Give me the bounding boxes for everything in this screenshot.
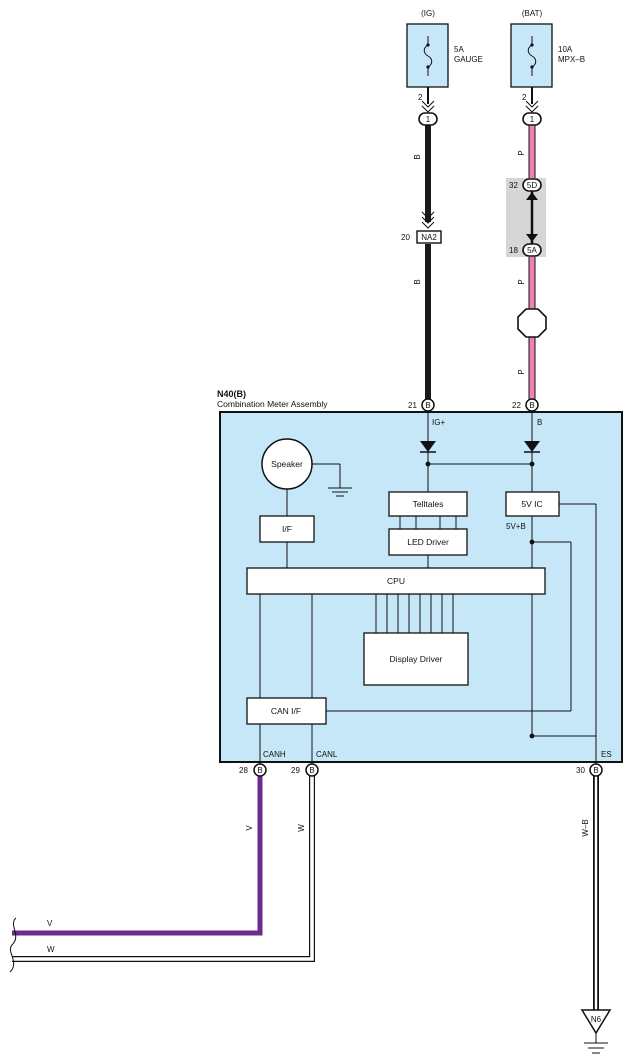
fuse-mpx-rating: 10A	[558, 45, 573, 54]
led-driver-block	[388, 528, 468, 556]
diode-bat-icon	[524, 441, 540, 453]
terminal-ig-conn: B	[425, 401, 430, 410]
diode-ig-icon	[420, 441, 436, 453]
pin-22: 22	[512, 401, 521, 410]
wire-label-b1: B	[413, 154, 422, 159]
fuse-icon	[423, 36, 433, 76]
can-if-block	[246, 697, 327, 725]
wire-label-w-h: W	[47, 945, 55, 954]
b-label: B	[537, 418, 542, 427]
wire-break-icon	[9, 917, 17, 973]
splice-point	[517, 308, 547, 338]
canh-label: CANH	[263, 750, 286, 759]
connector-5d	[522, 178, 542, 192]
fuse-terminal-icon	[426, 65, 430, 69]
cpu-block	[246, 567, 546, 595]
fuse-terminal-icon	[426, 43, 430, 47]
fuse-terminal-icon	[530, 43, 534, 47]
can-if-label: CAN I/F	[271, 706, 301, 716]
ground-symbol-icon	[584, 1033, 608, 1054]
wire-label-p2: P	[517, 279, 526, 284]
c5d-label: 5D	[527, 181, 537, 190]
pin-29: 29	[291, 766, 300, 775]
wire-label-wb: W–B	[581, 819, 590, 836]
junction-dot	[529, 461, 535, 467]
display-driver-block	[363, 632, 469, 686]
v5b-label: 5V+B	[506, 522, 526, 531]
c5a-label: 5A	[527, 246, 537, 255]
ig-source-label: (IG)	[421, 9, 435, 18]
fuse-icon	[527, 36, 537, 76]
connector-5a	[522, 243, 542, 257]
arrow-down-icon	[526, 234, 538, 242]
fuse-mpx-b	[510, 23, 553, 88]
na2-pin: 20	[401, 233, 410, 242]
ig-fuse-pin: 2	[418, 93, 423, 102]
wire-canh-v	[12, 776, 263, 936]
junction-block	[506, 178, 546, 257]
ig-plus-label: IG+	[432, 418, 445, 427]
display-driver-label: Display Driver	[390, 654, 443, 664]
fuse-gauge-rating: 5A	[454, 45, 464, 54]
es-label: ES	[601, 750, 612, 759]
connector-arrow-icon	[421, 211, 435, 229]
fuse-mpx-name: MPX–B	[558, 55, 585, 64]
wire-label-v: V	[245, 825, 254, 831]
fuse-gauge	[406, 23, 449, 88]
cpu-label: CPU	[387, 576, 405, 586]
led-driver-label: LED Driver	[407, 537, 449, 547]
ground-point-n6	[580, 1009, 612, 1035]
if-label: I/F	[282, 524, 292, 534]
fuse-terminal-icon	[530, 65, 534, 69]
wire-label-b2: B	[413, 279, 422, 284]
connector-ig-label: 1	[426, 115, 431, 124]
terminal-canh-conn: B	[257, 766, 262, 775]
terminal-bat-conn: B	[529, 401, 534, 410]
pin-28: 28	[239, 766, 248, 775]
canl-label: CANL	[316, 750, 338, 759]
terminal-canh	[253, 763, 267, 777]
meter-name: Combination Meter Assembly	[217, 399, 328, 409]
wire-label-v-h: V	[47, 919, 53, 928]
connector-1-bat	[522, 112, 542, 126]
terminal-es	[589, 763, 603, 777]
pin-21: 21	[408, 401, 417, 410]
terminal-es-conn: B	[593, 766, 598, 775]
connector-arrow-icon	[525, 100, 539, 113]
bat-source-label: (BAT)	[522, 9, 543, 18]
c5d-pin: 32	[509, 181, 518, 190]
terminal-canl	[305, 763, 319, 777]
connector-arrow-icon	[421, 100, 435, 113]
connector-bat-label: 1	[530, 115, 535, 124]
c5a-pin: 18	[509, 246, 518, 255]
telltales-block	[388, 491, 468, 517]
wire-label-w: W	[297, 824, 306, 832]
telltales-label: Telltales	[413, 499, 444, 509]
terminal-canl-conn: B	[309, 766, 314, 775]
connector-1-ig	[418, 112, 438, 126]
connector-na2	[416, 230, 442, 244]
fuse-gauge-name: GAUGE	[454, 55, 483, 64]
wire-label-p1: P	[517, 150, 526, 155]
bat-fuse-pin: 2	[522, 93, 527, 102]
wire-label-p3: P	[517, 369, 526, 374]
if-block	[259, 515, 315, 543]
junction-dot	[529, 539, 535, 545]
meter-code: N40(B)	[217, 389, 246, 399]
ic5v-label: 5V IC	[521, 499, 542, 509]
pin-30: 30	[576, 766, 585, 775]
junction-dot	[529, 733, 535, 739]
wire-canl-w	[12, 776, 315, 962]
speaker	[261, 438, 313, 490]
arrow-up-icon	[526, 192, 538, 200]
junction-dot	[425, 461, 431, 467]
speaker-label: Speaker	[271, 459, 303, 469]
ground-label: N6	[591, 1015, 602, 1024]
ic5v-block	[505, 491, 560, 517]
na2-label: NA2	[421, 233, 437, 242]
internal-wiring	[259, 411, 597, 764]
